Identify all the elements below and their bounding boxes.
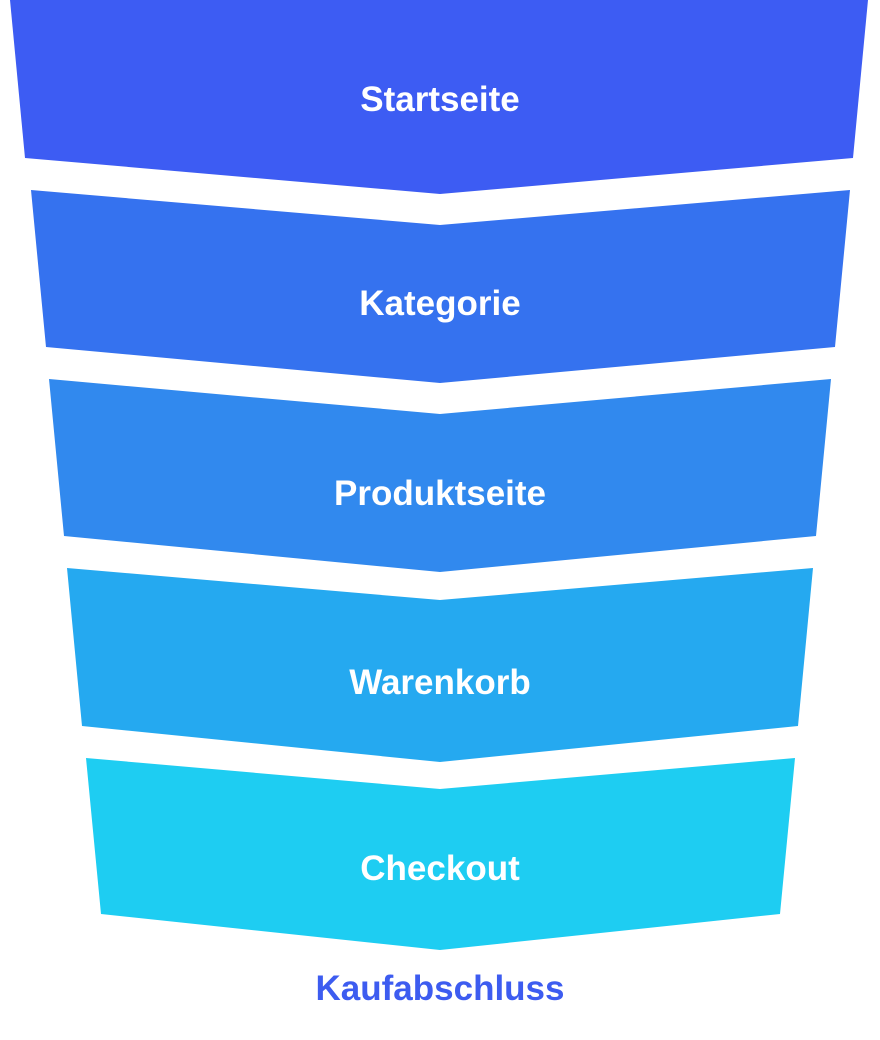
funnel-stage-5 (86, 758, 795, 950)
outcome-label: Kaufabschluss (316, 969, 565, 1008)
funnel-stages: StartseiteKategorieProduktseiteWarenkorb… (10, 0, 868, 950)
funnel-stage-4 (67, 568, 813, 762)
funnel-stage-2 (31, 190, 850, 383)
funnel-stage-label-5: Checkout (360, 849, 520, 888)
funnel-stage-label-4: Warenkorb (349, 663, 531, 702)
funnel-stage-label-1: Startseite (360, 80, 520, 119)
funnel-stage-label-3: Produktseite (334, 474, 546, 513)
funnel-stage-3 (49, 379, 831, 572)
funnel-stage-label-2: Kategorie (359, 284, 520, 323)
funnel-stage-1 (10, 0, 868, 194)
